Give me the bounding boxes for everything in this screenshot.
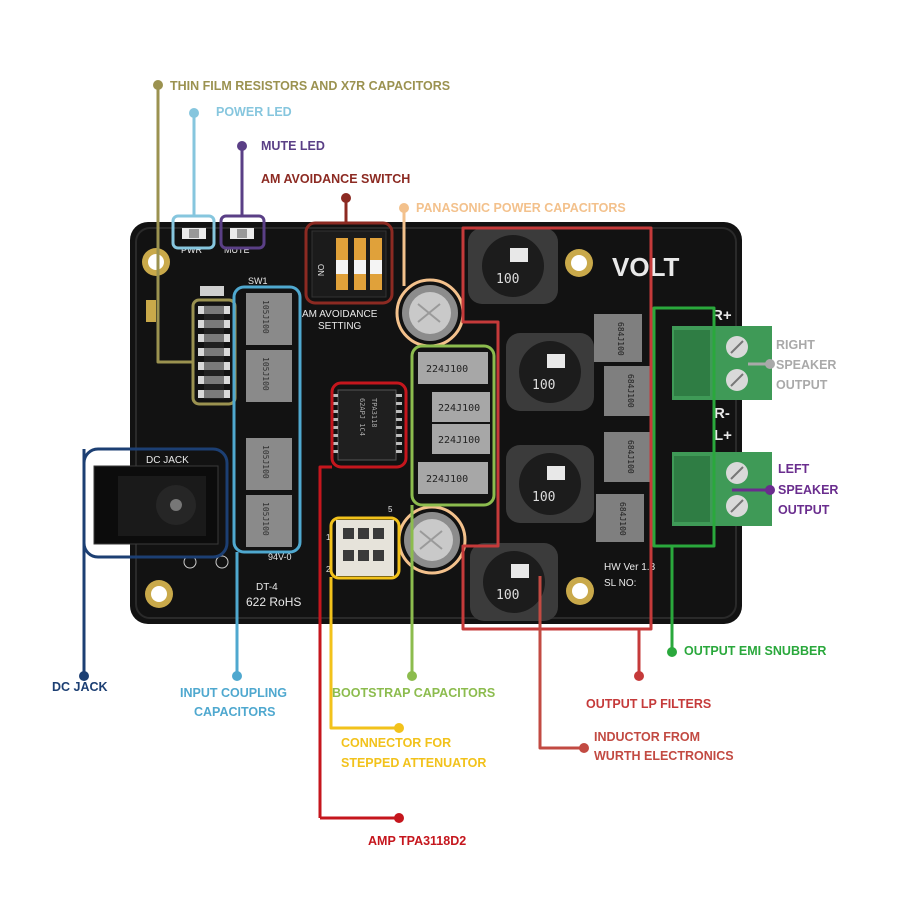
svg-text:SL NO:: SL NO: bbox=[604, 578, 636, 589]
connector-leader bbox=[329, 577, 399, 730]
output-lp-box bbox=[461, 226, 653, 631]
thin-film-resistors bbox=[146, 286, 230, 399]
amp-box bbox=[330, 381, 408, 469]
thin-film-leader bbox=[156, 85, 193, 364]
dip-switch: ON bbox=[311, 230, 387, 298]
label-left-out-2: SPEAKER bbox=[778, 483, 838, 497]
svg-text:100: 100 bbox=[496, 588, 519, 603]
svg-text:105J100: 105J100 bbox=[261, 357, 270, 391]
svg-text:100: 100 bbox=[532, 378, 555, 393]
svg-text:L+: L+ bbox=[714, 427, 732, 444]
label-power-led: POWER LED bbox=[216, 105, 292, 119]
mute-led: MUTE bbox=[224, 228, 254, 255]
label-thin-film: THIN FILM RESISTORS AND X7R CAPACITORS bbox=[170, 79, 450, 93]
annotation-dots bbox=[79, 80, 775, 823]
power-led-box bbox=[171, 214, 216, 250]
label-inductor-2: WURTH ELECTRONICS bbox=[594, 749, 734, 763]
label-am-switch: AM AVOIDANCE SWITCH bbox=[261, 172, 410, 186]
label-right-out-2: SPEAKER bbox=[776, 358, 836, 372]
amp-chip: 62APJ 1C4 TPA3118 bbox=[332, 389, 402, 461]
svg-text:94V-0: 94V-0 bbox=[268, 552, 292, 562]
annotation-outlines bbox=[82, 85, 770, 818]
label-input-coupling-1: INPUT COUPLING bbox=[180, 686, 287, 700]
label-inductor-1: INDUCTOR FROM bbox=[594, 730, 700, 744]
label-bootstrap: BOOTSTRAP CAPACITORS bbox=[332, 686, 495, 700]
svg-text:5: 5 bbox=[388, 505, 393, 514]
pcb-board: PWR MUTE SW1 ON AM AVOIDANCE SETTING bbox=[93, 222, 772, 624]
snubber-caps: 684J100 684J100 684J100 684J100 bbox=[594, 314, 652, 542]
dc-jack-box bbox=[82, 447, 229, 559]
mounting-holes bbox=[142, 248, 594, 608]
svg-text:MUTE: MUTE bbox=[224, 245, 250, 255]
dc-jack: DC JACK bbox=[93, 455, 219, 545]
svg-text:DC JACK: DC JACK bbox=[146, 455, 189, 466]
svg-text:684J100: 684J100 bbox=[626, 440, 635, 474]
svg-text:SETTING: SETTING bbox=[318, 321, 362, 332]
label-left-out-3: OUTPUT bbox=[778, 503, 830, 517]
inductor-4: 100 bbox=[470, 543, 558, 621]
svg-text:105J100: 105J100 bbox=[261, 502, 270, 536]
svg-text:224J100: 224J100 bbox=[438, 403, 480, 414]
inductor-leader bbox=[538, 576, 584, 750]
svg-text:ON: ON bbox=[316, 264, 325, 276]
power-led: PWR bbox=[181, 228, 206, 255]
svg-text:62APJ 1C4: 62APJ 1C4 bbox=[358, 398, 366, 436]
svg-text:R-: R- bbox=[714, 405, 730, 422]
label-output-lp: OUTPUT LP FILTERS bbox=[586, 697, 711, 711]
label-connector-2: STEPPED ATTENUATOR bbox=[341, 756, 486, 770]
svg-text:DT-4: DT-4 bbox=[256, 582, 278, 593]
annotation-labels: THIN FILM RESISTORS AND X7R CAPACITORS P… bbox=[52, 79, 838, 848]
svg-text:R+: R+ bbox=[712, 307, 732, 324]
input-coupling-box bbox=[232, 285, 302, 554]
label-mute-led: MUTE LED bbox=[261, 139, 325, 153]
svg-text:100: 100 bbox=[496, 272, 519, 287]
inductor-2: 100 bbox=[506, 333, 594, 411]
am-switch-box bbox=[304, 221, 394, 305]
label-right-out-3: OUTPUT bbox=[776, 378, 828, 392]
input-coupling-caps: 105J100 105J100 105J100 105J100 bbox=[246, 293, 292, 547]
svg-text:1: 1 bbox=[326, 533, 331, 542]
label-emi: OUTPUT EMI SNUBBER bbox=[684, 644, 826, 658]
bootstrap-box bbox=[410, 344, 496, 507]
inductor-1: 100 bbox=[468, 228, 558, 304]
svg-text:105J100: 105J100 bbox=[261, 300, 270, 334]
emi-box bbox=[652, 306, 716, 548]
brand-text: VOLT bbox=[612, 252, 680, 282]
svg-text:224J100: 224J100 bbox=[426, 364, 468, 375]
svg-text:SW1: SW1 bbox=[248, 276, 268, 286]
label-amp: AMP TPA3118D2 bbox=[368, 834, 466, 848]
label-input-coupling-2: CAPACITORS bbox=[194, 705, 276, 719]
label-panasonic: PANASONIC POWER CAPACITORS bbox=[416, 201, 626, 215]
svg-text:TPA3118: TPA3118 bbox=[370, 398, 378, 428]
label-right-out-1: RIGHT bbox=[776, 338, 815, 352]
svg-text:224J100: 224J100 bbox=[438, 435, 480, 446]
svg-text:224J100: 224J100 bbox=[426, 474, 468, 485]
label-connector-1: CONNECTOR FOR bbox=[341, 736, 451, 750]
attenuator-connector: 1 2 5 bbox=[326, 505, 394, 576]
svg-text:684J100: 684J100 bbox=[618, 502, 627, 536]
svg-text:HW Ver 1.3: HW Ver 1.3 bbox=[604, 562, 656, 573]
svg-text:100: 100 bbox=[532, 490, 555, 505]
svg-text:684J100: 684J100 bbox=[626, 374, 635, 408]
svg-text:622 RoHS: 622 RoHS bbox=[246, 595, 301, 609]
inductors: 100 100 100 100 bbox=[468, 228, 594, 621]
svg-text:AM AVOIDANCE: AM AVOIDANCE bbox=[302, 309, 378, 320]
connector-box bbox=[329, 516, 401, 580]
panasonic-caps bbox=[402, 285, 460, 568]
label-left-out-1: LEFT bbox=[778, 462, 810, 476]
svg-text:105J100: 105J100 bbox=[261, 445, 270, 479]
mute-led-box bbox=[219, 214, 266, 250]
svg-text:684J100: 684J100 bbox=[616, 322, 625, 356]
label-dc-jack: DC JACK bbox=[52, 680, 108, 694]
bootstrap-caps: 224J100 224J100 224J100 224J100 bbox=[418, 352, 490, 494]
inductor-3: 100 bbox=[506, 445, 594, 523]
svg-text:PWR: PWR bbox=[181, 245, 202, 255]
amp-leader bbox=[318, 465, 332, 818]
svg-text:2: 2 bbox=[326, 565, 331, 574]
